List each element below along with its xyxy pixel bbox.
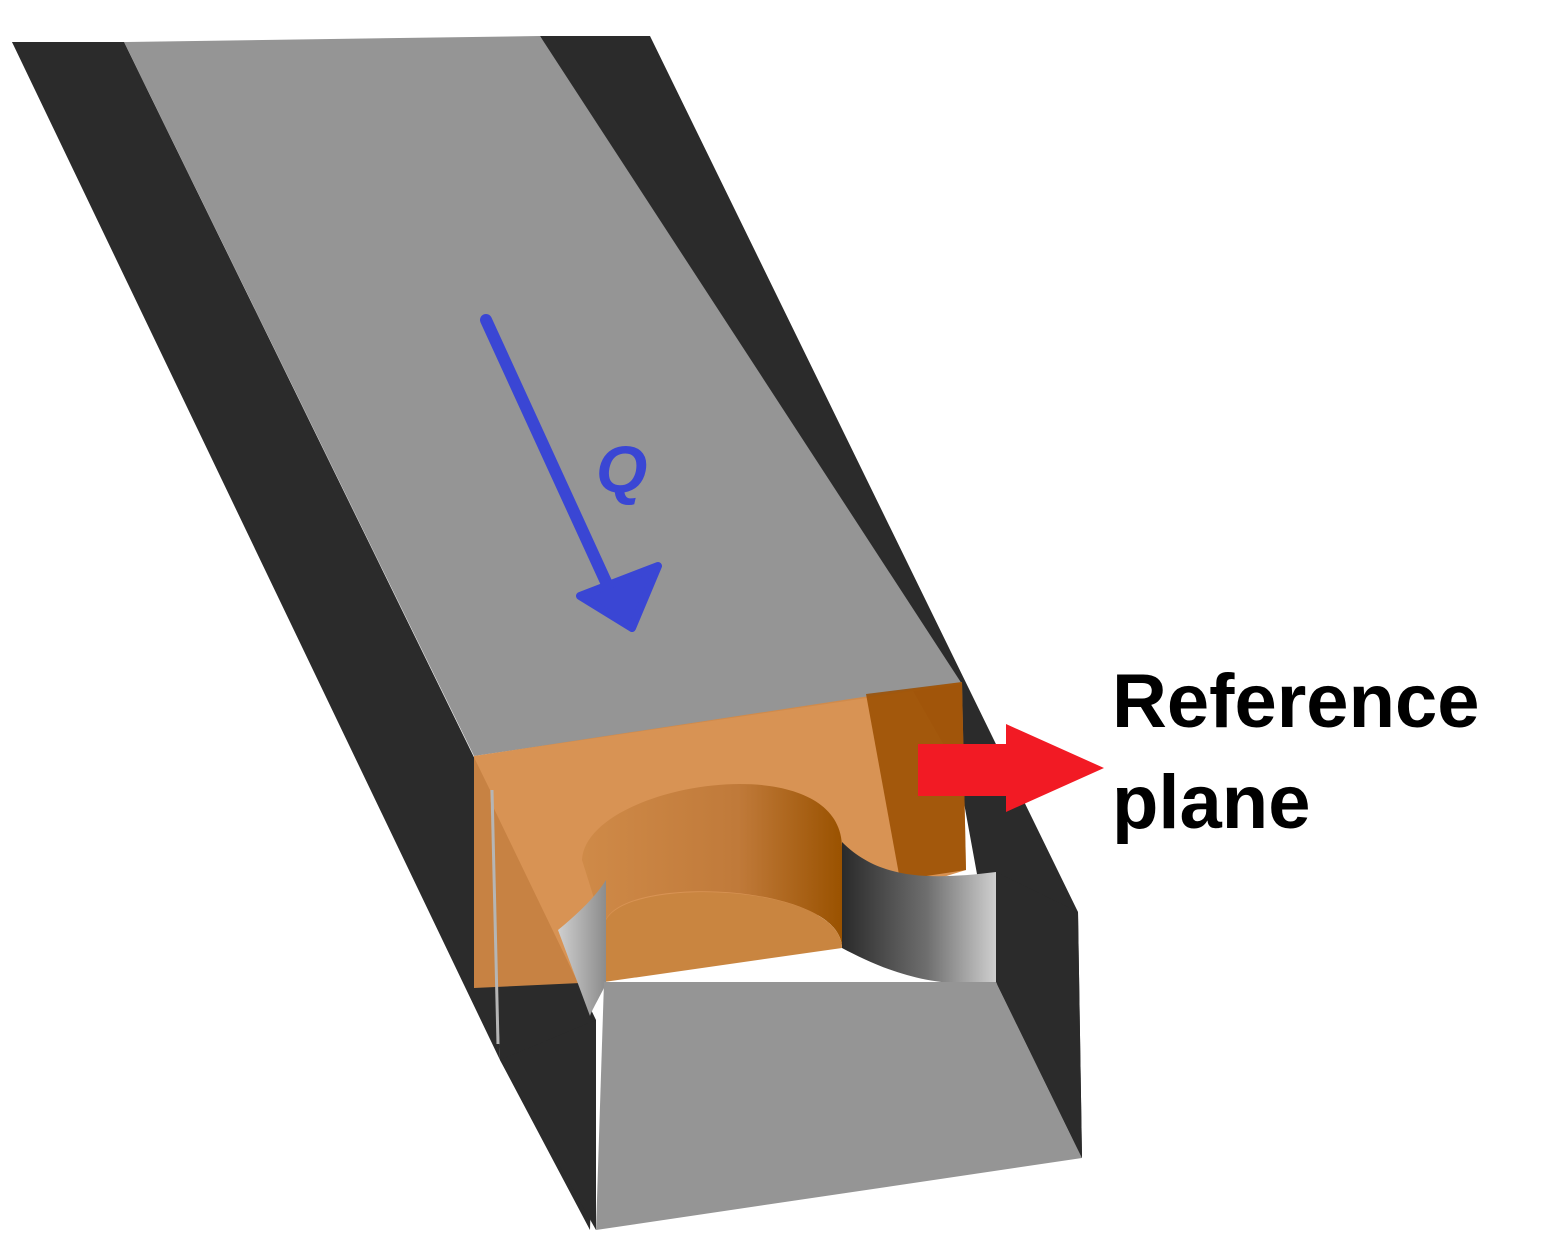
cylinder-pocket-floor (603, 892, 842, 982)
cylinder-pocket (582, 784, 843, 948)
flow-label: Q (596, 432, 647, 506)
plane-label-line2: plane (1112, 760, 1311, 845)
channel-right-wall-front (996, 872, 1082, 1158)
plane-label-line1: Reference (1112, 659, 1480, 744)
channel-back-wall (12, 42, 500, 1060)
channel-left-wall-front (500, 1020, 596, 1230)
right-curved-fin (842, 842, 996, 984)
channel-floor-upstream (124, 36, 962, 756)
channel-floor-downstream (596, 982, 1082, 1230)
left-curved-fin (558, 880, 606, 1016)
arrow-right-icon (918, 724, 1104, 812)
left-wall-edge-line (490, 789, 500, 1045)
arrow-down-right-icon (480, 314, 662, 632)
reference-plane-right-band (866, 682, 966, 880)
